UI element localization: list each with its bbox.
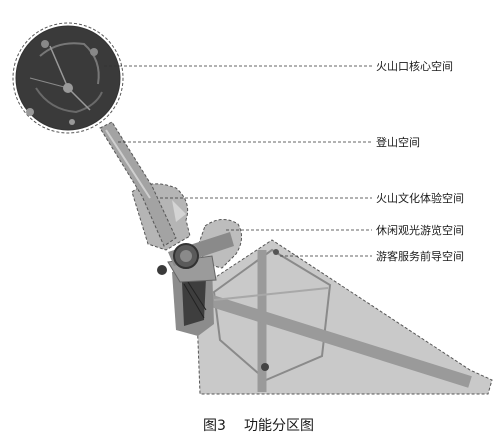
small-node [157,265,167,275]
label-leisure: 休闲观光游览空间 [376,223,464,237]
crater-zone [12,22,124,134]
label-climb: 登山空间 [376,135,420,149]
service-node [261,363,269,371]
climb-zone [99,121,177,247]
service-zone [194,239,493,395]
building-block [157,232,234,336]
caption-figure-number: 图3 [203,418,226,434]
caption-title: 功能分区图 [244,418,314,434]
label-culture: 火山文化体验空间 [376,191,464,205]
label-service: 游客服务前导空间 [376,249,464,263]
leader-lines [104,65,372,257]
label-crater: 火山口核心空间 [376,59,453,73]
